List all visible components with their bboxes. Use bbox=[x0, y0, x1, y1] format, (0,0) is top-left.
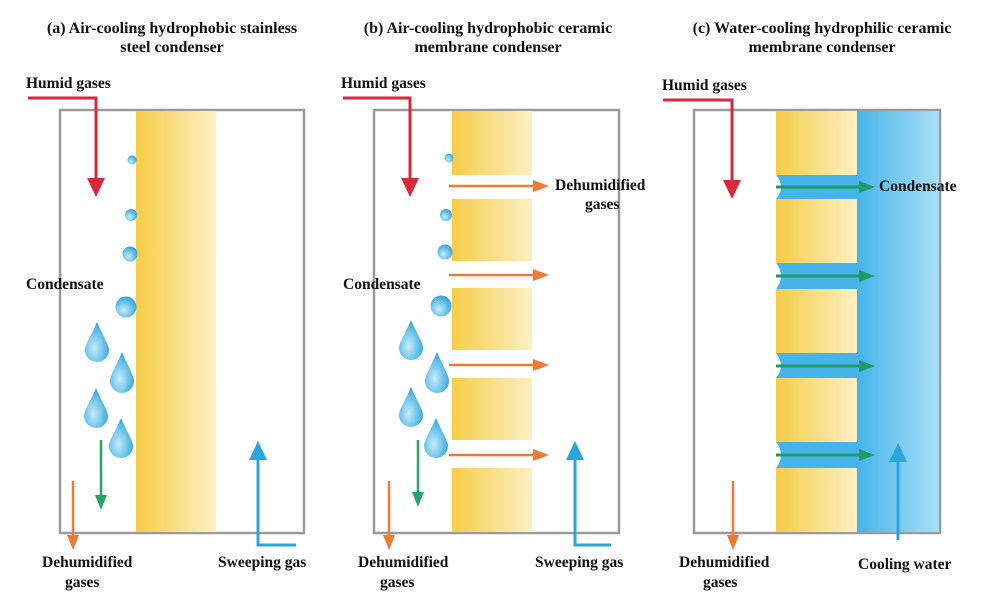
panel-a-dehumidified-arrow bbox=[67, 481, 79, 550]
panel-b-title-line1: (b) Air-cooling hydrophobic ceramic bbox=[364, 20, 612, 37]
panel-a-condensate-drain-arrow bbox=[95, 440, 107, 510]
panel-b-title-line2: membrane condenser bbox=[414, 39, 561, 56]
panel-a-humid-gases-arrow bbox=[28, 96, 105, 197]
panel-b-permeate-arrows bbox=[449, 180, 549, 461]
panel-b-sweeping-gas-arrow bbox=[566, 441, 611, 547]
panel-b-permeate-label-line1: Dehumidified bbox=[555, 177, 646, 194]
panel-a-condensate-label: Condensate bbox=[26, 276, 104, 293]
panel-a-title-line1: (a) Air-cooling hydrophobic stainless bbox=[47, 20, 297, 37]
panel-b-condensate-label: Condensate bbox=[343, 276, 421, 293]
panel-a-title-line2: steel condenser bbox=[120, 39, 224, 56]
panel-b-permeate-label-line2: gases bbox=[585, 196, 619, 213]
panel-c-dehumidified-arrow bbox=[727, 481, 739, 550]
panel-b-droplets bbox=[399, 153, 454, 458]
panel-c-condensate-label: Condensate bbox=[879, 178, 957, 195]
panel-a-dehumidified-line2: gases bbox=[65, 574, 99, 591]
panel-b-dehumidified-arrow bbox=[383, 481, 395, 550]
panel-c-ceramic-membrane bbox=[776, 111, 857, 532]
panel-c-title-line2: membrane condenser bbox=[748, 39, 895, 56]
panel-a-droplets bbox=[84, 155, 138, 458]
panel-a-frame bbox=[58, 108, 306, 535]
panel-c-dehumidified-line2: gases bbox=[703, 574, 737, 591]
panel-a-humid-gases-label: Humid gases bbox=[26, 75, 111, 92]
panel-b-sweeping-gas-label: Sweeping gas bbox=[535, 554, 623, 571]
panel-b-frame bbox=[372, 108, 621, 535]
panel-b-humid-gases-arrow bbox=[343, 96, 419, 197]
panel-a-sweeping-gas-arrow bbox=[249, 441, 296, 547]
panel-c-cooling-water-arrow bbox=[889, 443, 907, 540]
panel-a-dehumidified-line1: Dehumidified bbox=[42, 554, 133, 571]
panel-b-humid-gases-label: Humid gases bbox=[341, 75, 426, 92]
panel-c-frame bbox=[692, 108, 942, 535]
panel-b-dehumidified-line1: Dehumidified bbox=[358, 554, 449, 571]
panel-a-sweeping-gas-label: Sweeping gas bbox=[218, 554, 306, 571]
panel-c-dehumidified-line1: Dehumidified bbox=[679, 554, 770, 571]
panel-c: (c) Water-cooling hydrophilic ceramic me… bbox=[662, 20, 957, 591]
panel-b: (b) Air-cooling hydrophobic ceramic memb… bbox=[341, 20, 646, 591]
panel-c-cooling-water-label: Cooling water bbox=[858, 556, 952, 573]
panel-c-humid-gases-label: Humid gases bbox=[662, 77, 747, 94]
panel-b-dehumidified-line2: gases bbox=[380, 574, 414, 591]
panel-a-steel-wall bbox=[136, 111, 216, 532]
panel-c-humid-gases-arrow bbox=[663, 98, 741, 199]
panel-b-ceramic-membrane bbox=[452, 111, 532, 532]
panel-b-condensate-drain-arrow bbox=[412, 440, 424, 507]
panel-c-title-line1: (c) Water-cooling hydrophilic ceramic bbox=[693, 20, 952, 37]
panel-c-condensate-arrows bbox=[776, 181, 875, 461]
panel-a: (a) Air-cooling hydrophobic stainless st… bbox=[26, 20, 306, 591]
